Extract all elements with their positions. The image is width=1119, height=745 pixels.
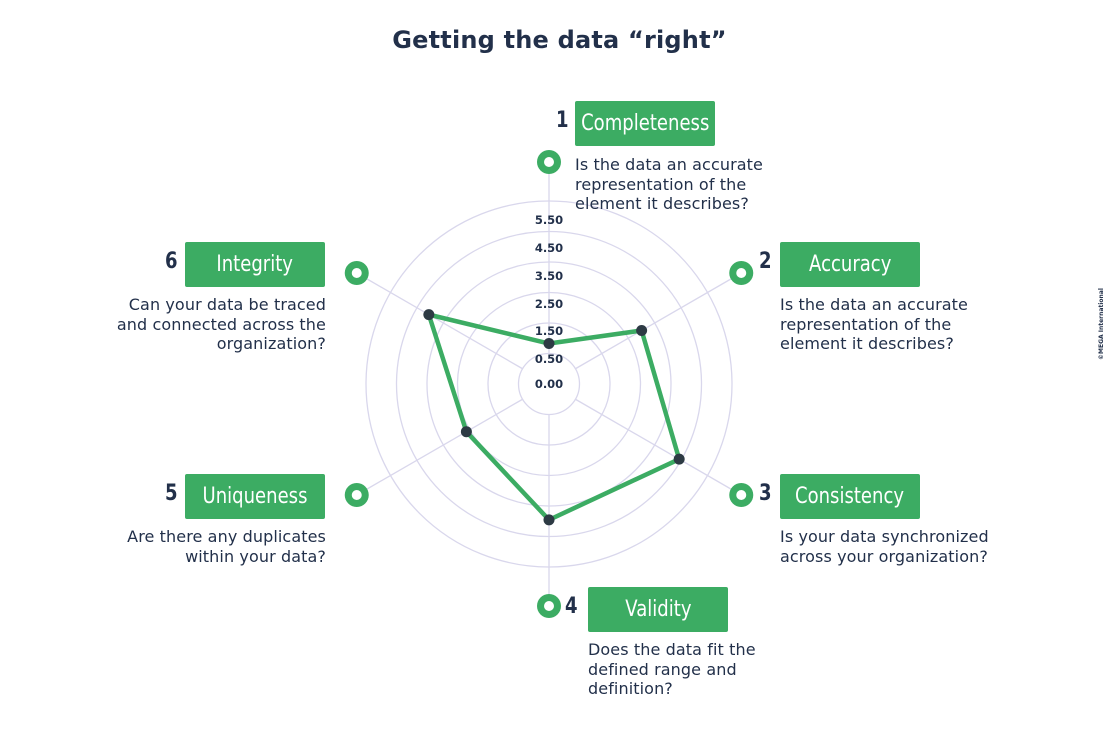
tick-label: 0.00 <box>534 377 564 391</box>
dimension-number-4: 4 <box>565 594 578 619</box>
grid-spokes <box>353 159 745 609</box>
data-point <box>673 453 685 465</box>
axis-marker-center <box>736 268 747 278</box>
tick-label: 4.50 <box>534 241 564 256</box>
dimension-label-validity: Validity <box>588 587 728 632</box>
dimension-number-3: 3 <box>759 481 772 506</box>
tick-label: 2.50 <box>534 296 564 311</box>
tick-label: 5.50 <box>534 213 564 228</box>
dimension-label-integrity: Integrity <box>185 242 325 287</box>
tick-label: 3.50 <box>534 268 564 283</box>
axis-marker-center <box>351 490 362 500</box>
data-points <box>423 309 685 526</box>
dimension-number-1: 1 <box>556 108 569 133</box>
tick-label: 0.50 <box>534 352 564 367</box>
dimension-number-2: 2 <box>759 249 772 274</box>
dimension-label-completeness: Completeness <box>575 101 715 146</box>
axis-markers <box>344 150 754 618</box>
grid-spoke <box>353 398 524 498</box>
dimension-number-6: 6 <box>165 249 178 274</box>
dimension-label-uniqueness: Uniqueness <box>185 474 325 519</box>
grid-spoke <box>574 398 745 498</box>
copyright-credit: ©MEGA International <box>1098 288 1105 360</box>
chart-title: Getting the data “right” <box>392 26 727 54</box>
axis-marker-center <box>544 601 554 611</box>
dimension-label-accuracy: Accuracy <box>780 242 920 287</box>
grid-spoke <box>574 270 745 370</box>
axis-marker-center <box>351 268 362 278</box>
data-point <box>543 514 555 526</box>
data-point <box>636 325 648 337</box>
data-point <box>423 309 435 321</box>
axis-marker-center <box>736 490 747 500</box>
dimension-number-5: 5 <box>165 481 178 506</box>
tick-label: 1.50 <box>534 324 564 339</box>
dimension-label-consistency: Consistency <box>780 474 920 519</box>
grid-spoke <box>353 270 524 370</box>
axis-marker-center <box>544 157 554 167</box>
data-point <box>543 338 555 350</box>
data-point <box>460 426 472 438</box>
